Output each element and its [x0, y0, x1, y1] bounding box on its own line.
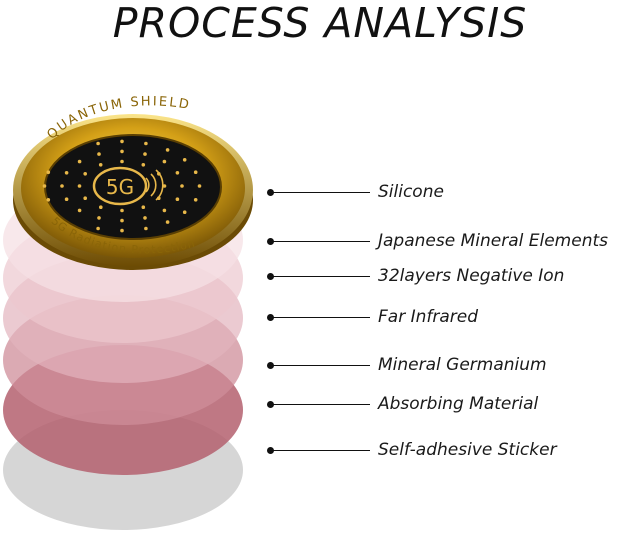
- leader-dot: [267, 314, 274, 321]
- badge-dot: [99, 205, 103, 209]
- leader-dot: [267, 362, 274, 369]
- badge-center-text: 5G: [106, 175, 134, 199]
- label-mineral-germanium: Mineral Germanium: [378, 355, 547, 375]
- badge-dot: [77, 208, 82, 213]
- leader-line-negative-ion: [267, 273, 370, 280]
- badge-dot: [175, 197, 180, 201]
- badge-dot: [96, 226, 100, 231]
- label-far-infrared: Far Infrared: [378, 307, 479, 327]
- badge-dot: [165, 220, 170, 224]
- badge-dot: [162, 208, 167, 213]
- badge-dot: [165, 148, 170, 152]
- badge-dot: [120, 149, 124, 154]
- badge-dot: [144, 226, 148, 231]
- leader-line-self-adhesive-sticker: [267, 447, 370, 454]
- badge-dot: [46, 198, 51, 202]
- badge-dot: [120, 159, 124, 164]
- badge-dot: [77, 159, 82, 164]
- badge-dot: [83, 196, 87, 200]
- badge-dot: [197, 184, 202, 188]
- badge-dot: [120, 228, 124, 233]
- badge-dot: [162, 184, 167, 188]
- badge-dot: [96, 141, 100, 146]
- badge-dot: [42, 184, 47, 188]
- badge-dot: [182, 210, 187, 214]
- leader-line-absorbing-material: [267, 401, 370, 408]
- badge-dot: [180, 184, 184, 188]
- leader-dot: [267, 238, 274, 245]
- badge-dot: [46, 170, 51, 174]
- label-silicone: Silicone: [378, 182, 444, 202]
- badge-dot: [97, 216, 101, 220]
- badge-dot: [60, 184, 64, 188]
- badge-dot: [193, 198, 198, 202]
- badge-dot: [143, 216, 147, 220]
- leader-line-silicone: [267, 189, 370, 196]
- label-self-adhesive-sticker: Self-adhesive Sticker: [378, 440, 557, 460]
- badge-dot: [98, 163, 103, 167]
- leader-dot: [267, 447, 274, 454]
- badge-dot: [162, 159, 167, 164]
- badge-dot: [83, 172, 87, 176]
- badge-dot: [175, 171, 180, 175]
- badge-dot: [120, 218, 124, 223]
- leader-line-far-infrared: [267, 314, 370, 321]
- leader-dot: [267, 189, 274, 196]
- leader-line-mineral-elements: [267, 238, 370, 245]
- quantum-shield-badge: 5G QUANTUM SHIELD 5G Radiation Protectio…: [13, 94, 253, 270]
- badge-dot: [141, 163, 146, 167]
- label-negative-ion: 32layers Negative Ion: [378, 266, 565, 286]
- label-mineral-elements: Japanese Mineral Elements: [378, 231, 608, 251]
- badge-dot: [120, 139, 124, 144]
- badge-dot: [77, 184, 82, 188]
- page-title: PROCESS ANALYSIS: [112, 0, 528, 47]
- badge-dot: [141, 205, 146, 209]
- badge-dot: [64, 197, 69, 201]
- leader-dot: [267, 401, 274, 408]
- badge-dot: [144, 141, 148, 146]
- leader-dot: [267, 273, 274, 280]
- badge-dot: [193, 170, 198, 174]
- badge-dot: [97, 152, 101, 156]
- badge-dot: [64, 171, 69, 175]
- leader-line-mineral-germanium: [267, 362, 370, 369]
- label-absorbing-material: Absorbing Material: [378, 394, 539, 414]
- badge-dot: [120, 208, 124, 213]
- badge-dot: [143, 152, 147, 156]
- badge-dot: [182, 158, 187, 162]
